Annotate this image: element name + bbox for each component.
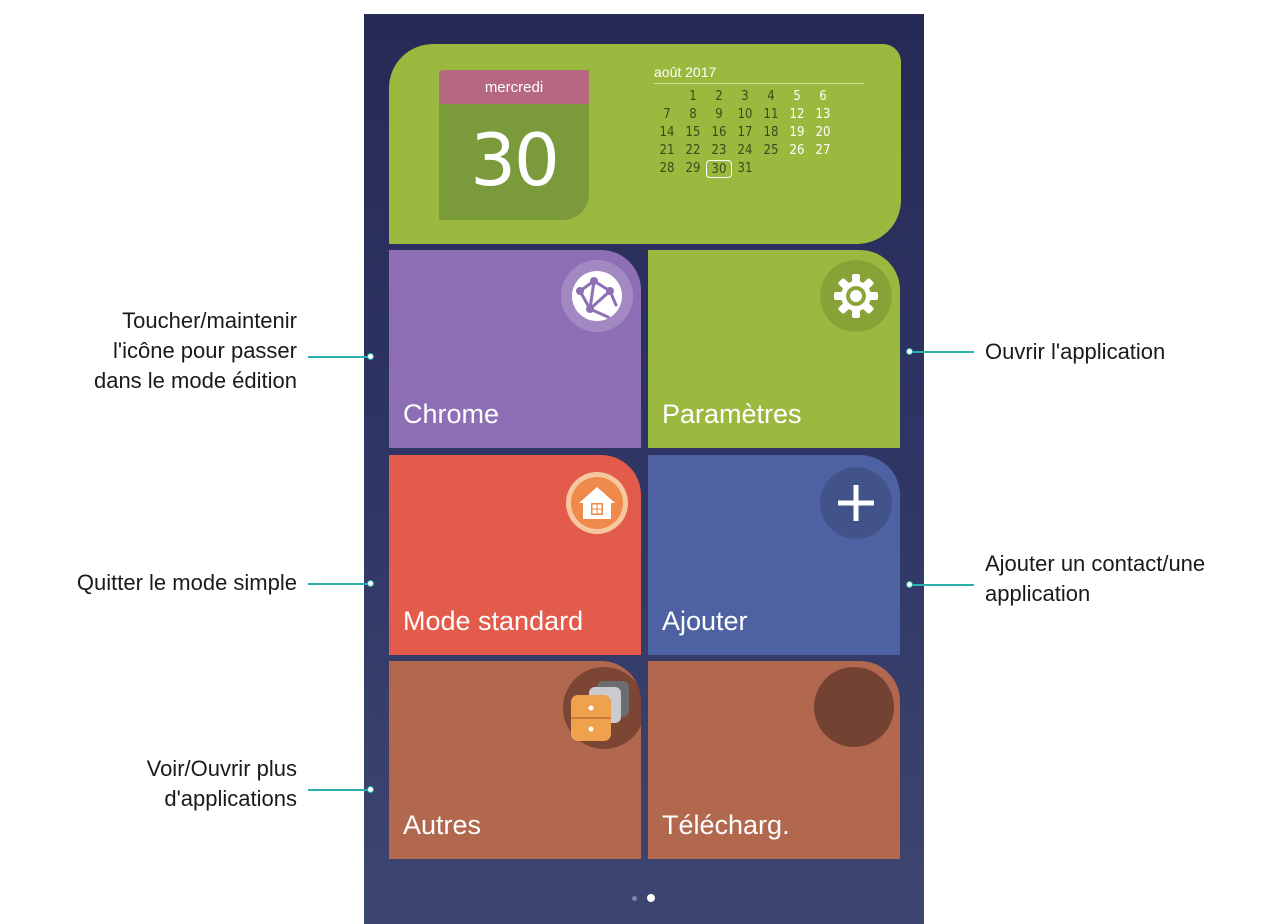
annotation-line: Quitter le mode simple bbox=[76, 570, 297, 595]
calendar-grid: 1 2 3 4 5 6 7 8 9 10 11 12 13 14 bbox=[654, 88, 874, 178]
page-dot-active[interactable] bbox=[647, 894, 655, 902]
calendar-day: 3 bbox=[741, 89, 749, 104]
calendar-day: 18 bbox=[763, 125, 779, 140]
annotation-line: Voir/Ouvrir plus bbox=[146, 756, 297, 781]
calendar-day: 15 bbox=[685, 125, 701, 140]
calendar-day: 29 bbox=[685, 161, 701, 176]
calendar-day: 8 bbox=[689, 107, 697, 122]
calendar-day: 7 bbox=[663, 107, 671, 122]
calendar-week: 1 2 3 4 5 6 bbox=[654, 88, 874, 106]
calendar-week: 28 29 30 31 bbox=[654, 160, 874, 178]
calendar-day: 12 bbox=[789, 107, 805, 122]
calendar-day: 26 bbox=[789, 143, 805, 158]
calendar-day: 14 bbox=[659, 125, 675, 140]
calendar-day-today: 30 bbox=[706, 160, 732, 178]
calendar-day: 5 bbox=[793, 89, 801, 104]
annotation-quit-simple: Quitter le mode simple bbox=[77, 568, 297, 598]
calendar-day: 4 bbox=[767, 89, 775, 104]
calendar-day bbox=[654, 88, 680, 106]
annotation-line: dans le mode édition bbox=[93, 368, 297, 393]
tile-telecharg-label: Télécharg. bbox=[662, 810, 790, 840]
date-card: mercredi 30 bbox=[439, 70, 589, 220]
calendar-day: 1 bbox=[689, 89, 697, 104]
calendar-week: 7 8 9 10 11 12 13 bbox=[654, 106, 874, 124]
calendar-day: 16 bbox=[711, 125, 727, 140]
calendar-day: 9 bbox=[715, 107, 723, 122]
tile-chrome-label: Chrome bbox=[403, 399, 500, 429]
tile-parametres-label: Paramètres bbox=[662, 399, 802, 429]
leader-dot bbox=[367, 353, 374, 360]
tile-autres-label: Autres bbox=[403, 810, 482, 840]
calendar-day: 2 bbox=[715, 89, 723, 104]
annotation-line: d'applications bbox=[164, 786, 297, 811]
calendar-day: 22 bbox=[685, 143, 701, 158]
calendar-day: 6 bbox=[819, 89, 827, 104]
app-folder-icon bbox=[563, 667, 641, 749]
calendar-week: 14 15 16 17 18 19 20 bbox=[654, 124, 874, 142]
annotation-line: Ajouter un contact/une bbox=[985, 551, 1206, 576]
calendar-day: 11 bbox=[763, 107, 779, 122]
calendar-day: 17 bbox=[737, 125, 753, 140]
calendar-day: 10 bbox=[737, 107, 753, 122]
calendar-day: 23 bbox=[711, 143, 727, 158]
leader-dot bbox=[367, 580, 374, 587]
tile-parametres[interactable]: Paramètres bbox=[648, 250, 900, 448]
annotation-line: Ouvrir l'application bbox=[985, 339, 1166, 364]
plus-icon bbox=[820, 467, 892, 539]
calendar-day: 19 bbox=[789, 125, 805, 140]
calendar-day bbox=[784, 160, 810, 178]
calendar-day: 27 bbox=[815, 143, 831, 158]
calendar-day: 20 bbox=[815, 125, 831, 140]
annotation-more-apps: Voir/Ouvrir plus d'applications bbox=[147, 754, 297, 814]
page-indicator bbox=[632, 894, 655, 902]
calendar-day bbox=[810, 160, 836, 178]
tile-mode-standard-label: Mode standard bbox=[403, 606, 584, 636]
page-dot[interactable] bbox=[632, 895, 637, 901]
calendar-day: 24 bbox=[737, 143, 753, 158]
download-icon bbox=[814, 667, 894, 747]
calendar-day: 21 bbox=[659, 143, 675, 158]
leader-line bbox=[308, 356, 370, 358]
calendar-day: 13 bbox=[815, 107, 831, 122]
month-title: août 2017 bbox=[654, 64, 864, 84]
phone-screen: mercredi 30 août 2017 1 2 3 4 5 6 7 8 9 bbox=[364, 14, 924, 924]
annotation-add-contact: Ajouter un contact/une application bbox=[985, 549, 1205, 609]
leader-dot bbox=[906, 348, 913, 355]
browser-globe-icon bbox=[561, 260, 633, 332]
tile-autres[interactable]: Autres bbox=[389, 661, 641, 859]
gear-icon bbox=[820, 260, 892, 332]
leader-line bbox=[308, 583, 370, 585]
day-name: mercredi bbox=[439, 70, 589, 104]
calendar-day: 28 bbox=[659, 161, 675, 176]
tile-mode-standard[interactable]: Mode standard bbox=[389, 455, 641, 655]
home-icon bbox=[561, 467, 633, 539]
leader-dot bbox=[906, 581, 913, 588]
day-number: 30 bbox=[470, 118, 560, 202]
leader-line bbox=[912, 351, 974, 353]
calendar-widget[interactable]: mercredi 30 août 2017 1 2 3 4 5 6 7 8 9 bbox=[389, 44, 901, 244]
annotation-open-app: Ouvrir l'application bbox=[985, 337, 1165, 367]
tile-telecharg[interactable]: Télécharg. bbox=[648, 661, 900, 859]
annotation-line: application bbox=[985, 581, 1091, 606]
calendar-day bbox=[758, 160, 784, 178]
month-calendar: août 2017 1 2 3 4 5 6 7 8 9 10 11 1 bbox=[654, 64, 874, 178]
leader-line bbox=[308, 789, 370, 791]
annotation-line: Toucher/maintenir bbox=[122, 308, 297, 333]
annotation-edit-mode: Toucher/maintenir l'icône pour passer da… bbox=[94, 306, 297, 396]
tile-ajouter[interactable]: Ajouter bbox=[648, 455, 900, 655]
tile-chrome[interactable]: Chrome bbox=[389, 250, 641, 448]
annotation-line: l'icône pour passer bbox=[113, 338, 297, 363]
calendar-week: 21 22 23 24 25 26 27 bbox=[654, 142, 874, 160]
tile-ajouter-label: Ajouter bbox=[662, 606, 748, 636]
leader-dot bbox=[367, 786, 374, 793]
leader-line bbox=[912, 584, 974, 586]
calendar-day: 31 bbox=[737, 161, 753, 176]
calendar-day: 25 bbox=[763, 143, 779, 158]
